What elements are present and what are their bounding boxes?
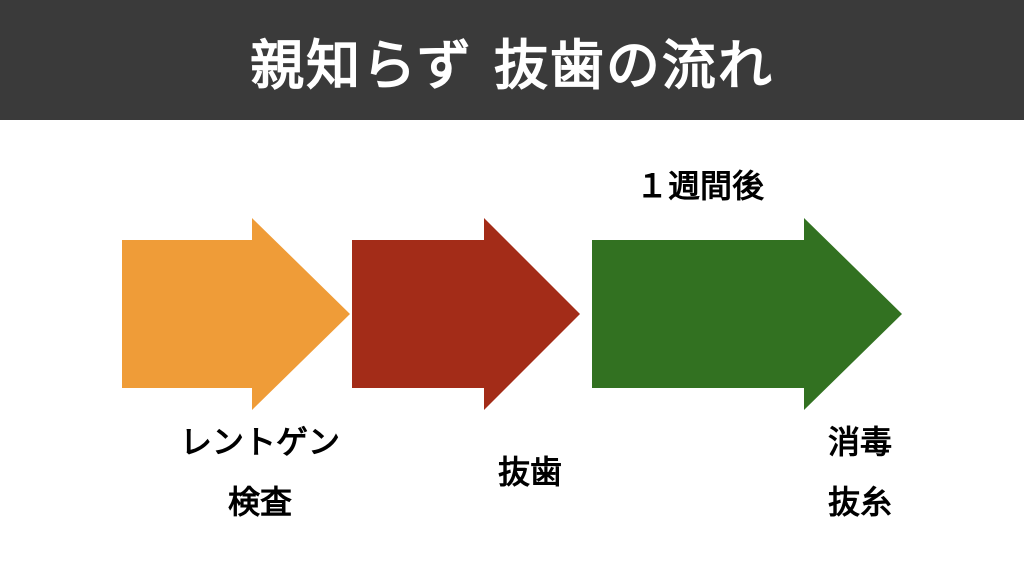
- step-label-disinfection: 消毒 抜糸: [760, 412, 960, 532]
- step-label-line: 消毒: [827, 423, 892, 461]
- timing-text: １週間後: [635, 167, 764, 205]
- page-title: 親知らず 抜歯の流れ: [250, 33, 774, 97]
- step-label-line: レントゲン: [179, 423, 340, 461]
- step-label-line: 抜糸: [827, 483, 892, 521]
- arrow-tooth-extraction: [352, 218, 580, 410]
- step-label-line: 抜歯: [497, 453, 562, 491]
- arrow-xray-exam: [122, 218, 350, 410]
- step-label-extraction: 抜歯: [430, 442, 630, 502]
- step-label-line: 検査: [227, 483, 292, 521]
- arrow-disinfection-suture-removal: [592, 218, 902, 410]
- step-label-xray: レントゲン 検査: [130, 412, 390, 532]
- timing-label: １週間後: [560, 162, 840, 210]
- title-bar: 親知らず 抜歯の流れ: [0, 0, 1024, 120]
